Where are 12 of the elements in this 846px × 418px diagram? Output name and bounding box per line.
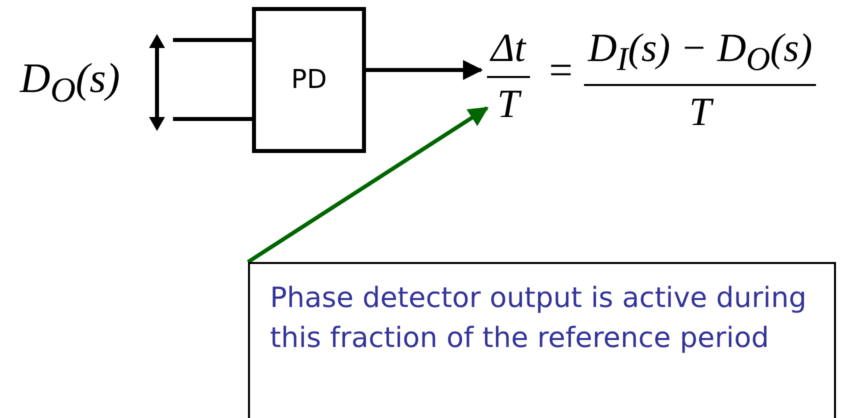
phase-detector-block: PD (252, 7, 366, 153)
input-line (173, 117, 252, 121)
leader-line (246, 106, 489, 264)
denominator: T (685, 92, 716, 132)
equals-sign: = (549, 50, 573, 92)
denominator: T (493, 84, 524, 124)
input-line (173, 38, 252, 42)
formula-label: D$_{O}$(s) (20, 58, 120, 108)
numerator: D$_{I}$(s) − D$_{O}$(s) (586, 28, 814, 76)
numerator: Δt (488, 28, 528, 68)
arrow (366, 60, 483, 80)
callout-text: Phase detector output is active during this fraction of the reference period (248, 262, 836, 418)
